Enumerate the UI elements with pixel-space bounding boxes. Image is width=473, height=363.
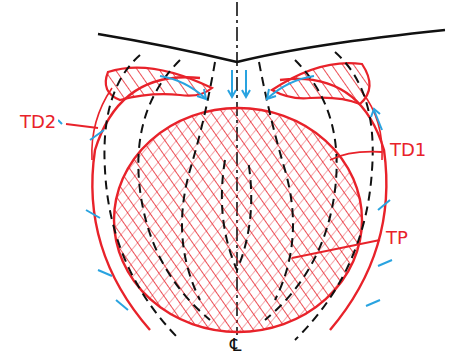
primary-vortex (114, 108, 362, 332)
part-label: TP (384, 228, 410, 248)
corner-vortex (106, 68, 212, 100)
leader-line (66, 124, 382, 258)
centerline-symbol: ℄ (228, 335, 244, 355)
streamline (104, 52, 372, 340)
part-label: TD2 (18, 112, 58, 132)
wall-line (98, 30, 445, 62)
part-label: TD1 (388, 140, 428, 160)
flow-arrow (58, 70, 408, 310)
